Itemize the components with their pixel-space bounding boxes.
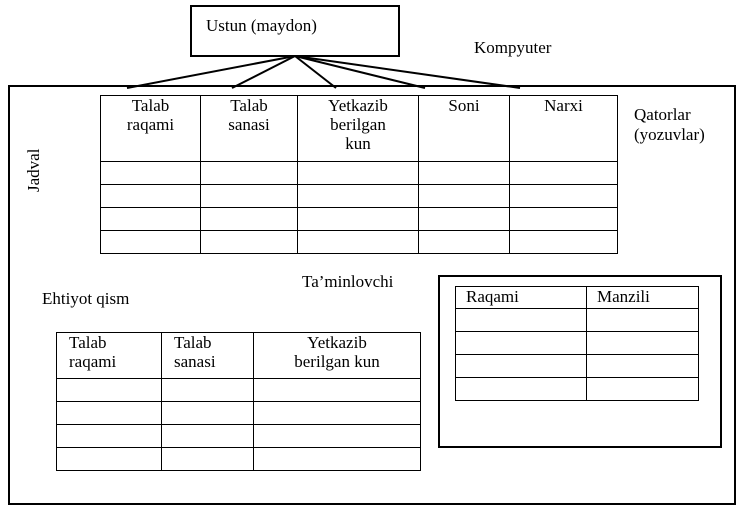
table-row [56, 378, 421, 402]
connector-line [126, 55, 296, 89]
table-row [100, 230, 618, 254]
main-col-header: Yetkazib berilgan kun [297, 95, 419, 162]
field-box-label: Ustun (maydon) [206, 16, 317, 35]
field-box: Ustun (maydon) [190, 5, 400, 57]
computer-label: Kompyuter [474, 38, 552, 57]
connector-line [294, 55, 337, 89]
table-row [455, 308, 699, 332]
connector-line [231, 55, 296, 89]
spare-part-table: Talab raqami Talab sanasi Yetkazib beril… [56, 332, 421, 471]
main-col-header: Narxi [509, 95, 618, 162]
main-col-header: Soni [418, 95, 510, 162]
supplier-col-header: Raqami [455, 286, 587, 309]
computer-frame [8, 85, 736, 505]
supplier-label: Ta’minlovchi [302, 272, 394, 291]
table-row [100, 184, 618, 208]
main-table-header-row: Talab raqami Talab sanasi Yetkazib beril… [100, 95, 618, 162]
main-table: Talab raqami Talab sanasi Yetkazib beril… [100, 95, 618, 254]
connector-line [294, 55, 521, 89]
spare-col-header: Yetkazib berilgan kun [253, 332, 421, 379]
rows-label: Qatorlar (yozuvlar) [634, 105, 705, 144]
spare-col-header: Talab raqami [56, 332, 162, 379]
spare-col-header: Talab sanasi [161, 332, 254, 379]
table-label: Jadval [24, 148, 43, 192]
spare-table-header-row: Talab raqami Talab sanasi Yetkazib beril… [56, 332, 421, 379]
connector-line [294, 55, 426, 89]
table-row [56, 401, 421, 425]
table-row [56, 447, 421, 471]
supplier-col-header: Manzili [586, 286, 699, 309]
main-col-header: Talab sanasi [200, 95, 298, 162]
spare-part-label: Ehtiyot qism [42, 289, 130, 308]
supplier-table: Raqami Manzili [455, 286, 699, 401]
supplier-table-header-row: Raqami Manzili [455, 286, 699, 309]
main-col-header: Talab raqami [100, 95, 201, 162]
table-row [100, 207, 618, 231]
table-row [455, 331, 699, 355]
table-row [455, 377, 699, 401]
table-row [455, 354, 699, 378]
table-row [56, 424, 421, 448]
table-row [100, 161, 618, 185]
supplier-box [438, 275, 722, 448]
